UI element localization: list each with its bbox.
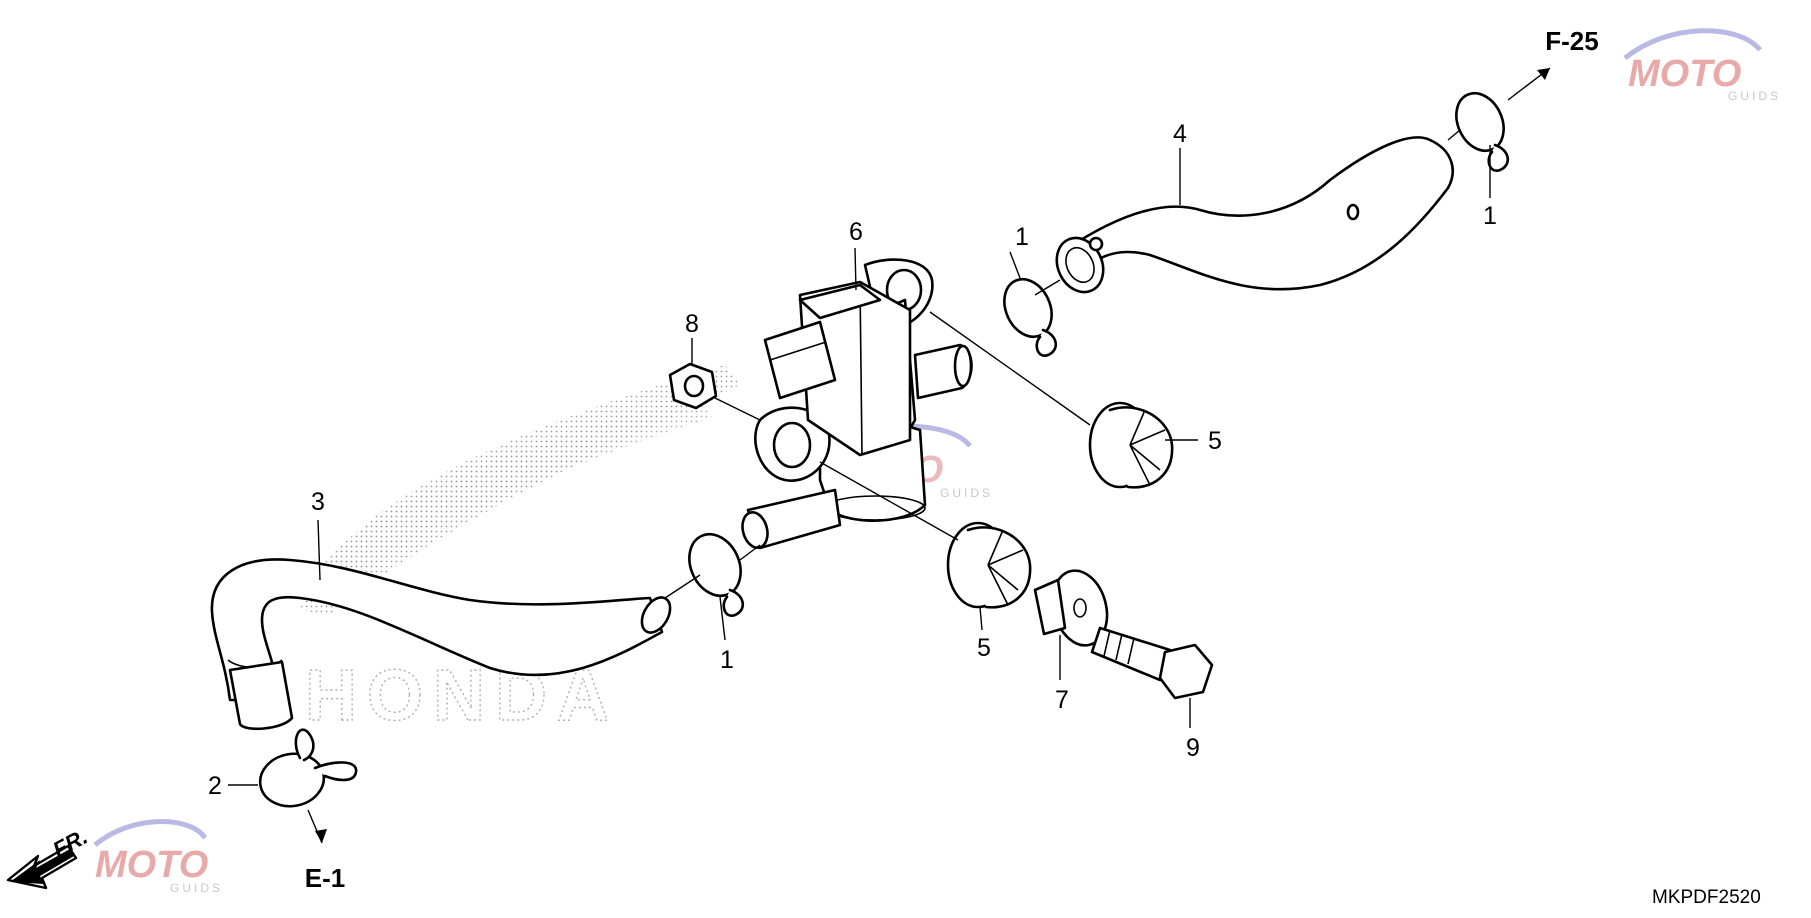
callout-1-upper-right: 1 [1483,202,1497,230]
wire-clamp [258,728,358,808]
leader-lines [228,129,1491,786]
site-watermark-bottom: MOTO GUIDS [93,819,223,895]
hose-upper [1055,136,1454,294]
bolt [1090,626,1214,700]
nut [668,362,718,410]
clip-center [1003,277,1057,357]
drawing-code: MKPDF2520 [1652,887,1761,908]
svg-text:GUIDS: GUIDS [1728,89,1781,103]
callout-8: 8 [685,310,699,338]
arrow-to-f25 [1507,67,1551,101]
callout-2: 2 [208,772,222,800]
ref-label-f25: F-25 [1545,26,1598,56]
ref-label-e1: E-1 [305,863,345,893]
callout-1-lower: 1 [720,646,734,674]
collar [1033,569,1109,647]
callout-3: 3 [311,488,325,516]
clip-lower-center [688,532,744,617]
grommet-upper [1088,401,1174,489]
site-watermark-top: MOTO GUIDS [1623,28,1781,103]
hose-lower [210,558,672,731]
callout-7: 7 [1055,686,1069,714]
svg-text:MOTO: MOTO [1628,53,1741,95]
callout-6: 6 [849,218,863,246]
callout-labels: 1 1 1 2 3 4 5 5 6 7 8 9 [208,120,1497,800]
svg-text:GUIDS: GUIDS [940,486,993,500]
callout-5-upper: 5 [1208,427,1222,455]
grommet-lower [946,521,1032,609]
callout-9: 9 [1186,734,1200,762]
callout-1-center: 1 [1015,223,1029,251]
solenoid-valve [741,258,973,550]
callout-4: 4 [1173,120,1187,148]
front-arrow-icon [6,844,78,890]
svg-text:MOTO: MOTO [95,844,208,886]
arrow-to-e1 [307,809,327,844]
clip-upper-right [1455,91,1509,172]
callout-5-lower: 5 [977,634,991,662]
honda-watermark: HONDA [300,365,740,737]
svg-text:GUIDS: GUIDS [170,881,223,895]
